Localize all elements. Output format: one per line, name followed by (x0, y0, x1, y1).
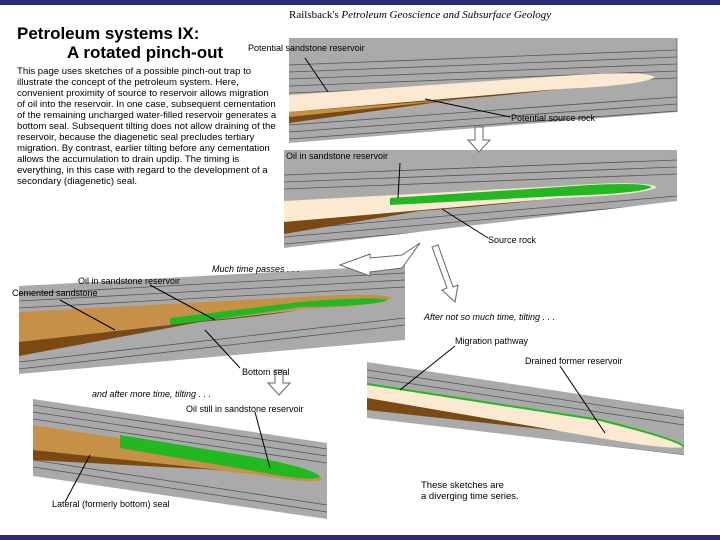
leader-bottom-seal (204, 329, 241, 369)
arrow-left-much-time (338, 242, 421, 277)
leader-source-rock (441, 208, 489, 239)
leader-potential-sandstone (304, 57, 329, 93)
credit-book-title: Petroleum Geoscience and Subsurface Geol… (341, 9, 552, 21)
panel-2-oil (390, 184, 652, 205)
panel-4-source-rock (367, 398, 560, 431)
arrow-down-1 (466, 126, 492, 153)
panel-3-oil (170, 298, 388, 326)
credit-line: Railsback's Petroleum Geoscience and Sub… (289, 9, 551, 21)
footer-note: These sketches are a diverging time seri… (421, 480, 519, 502)
label-drained-former-reservoir: Drained former reservoir (525, 356, 623, 366)
label-potential-source-rock: Potential source rock (511, 113, 596, 123)
leader-oil-still (254, 411, 271, 469)
label-bottom-seal: Bottom seal (242, 367, 290, 377)
panel-4-drained-section (367, 362, 684, 455)
credit-author: Railsback's (289, 9, 339, 21)
label-after-not-so-much-time: After not so much time, tilting . . . (424, 312, 556, 322)
label-oil-still-in-reservoir: Oil still in sandstone reservoir (186, 404, 304, 414)
panel-2-bedding-lines (284, 159, 677, 245)
label-oil-in-reservoir-2: Oil in sandstone reservoir (78, 276, 181, 286)
footer-note-line2: a diverging time series. (421, 491, 519, 502)
leader-migration-pathway (399, 345, 456, 391)
bottom-border-bar (0, 535, 720, 540)
page-title-line1: Petroleum systems IX: (17, 24, 200, 43)
arrow-down-2 (266, 369, 292, 396)
label-potential-sandstone: Potential sandstone reservoir (248, 43, 365, 53)
leader-drained-reservoir (559, 365, 606, 434)
label-lateral-seal: Lateral (formerly bottom) seal (52, 499, 170, 509)
page-title: Petroleum systems IX: A rotated pinch-ou… (17, 24, 223, 62)
intro-paragraph: This page uses sketches of a possible pi… (17, 66, 277, 187)
leader-lateral-seal (64, 454, 91, 503)
leader-cemented-sandstone (59, 299, 116, 331)
panel-4-sandstone (367, 384, 684, 448)
footer-note-line1: These sketches are (421, 480, 504, 491)
panel-3-bedding-lines (19, 272, 405, 370)
arrow-down-right (431, 244, 459, 303)
panel-4-migration-line (367, 383, 684, 448)
leader-potential-source (424, 98, 511, 118)
page-title-line2: A rotated pinch-out (67, 43, 224, 62)
leader-oil-reservoir-1 (397, 162, 401, 199)
panel-3-cemented-section (19, 265, 405, 374)
label-source-rock: Source rock (488, 235, 537, 245)
top-border-bar (0, 0, 720, 5)
label-cemented-sandstone: Cemented sandstone (12, 288, 98, 298)
label-migration-pathway: Migration pathway (455, 336, 529, 346)
panel-5-source-rock (33, 450, 220, 470)
label-oil-in-reservoir-1: Oil in sandstone reservoir (286, 151, 389, 161)
label-after-more-time: and after more time, tilting . . . (92, 389, 212, 399)
panel-1-brown-wedge (289, 99, 460, 117)
leader-oil-reservoir-2 (149, 284, 216, 321)
panel-5-bedding-lines (33, 404, 327, 513)
panel-1-sandstone (289, 73, 655, 112)
label-much-time-passes: Much time passes . . . (212, 264, 300, 274)
